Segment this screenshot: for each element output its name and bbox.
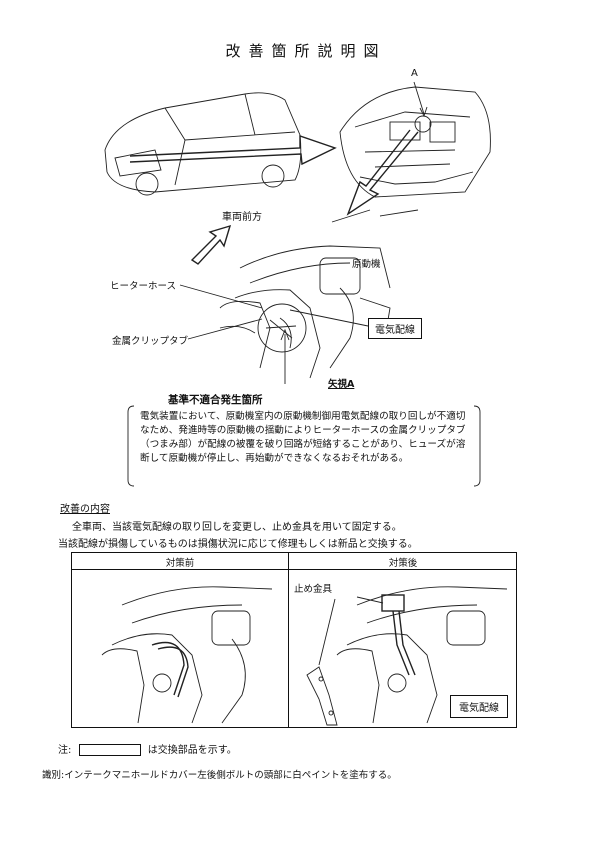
improvement-line-2: 当該配線が損傷しているものは損傷状況に応じて修理もしくは新品と交換する。 — [58, 539, 418, 550]
before-after-table: 対策前 対策後 止め金具 電気配線 — [71, 552, 517, 728]
wiring-leader — [289, 309, 369, 327]
before-illustration — [101, 586, 273, 724]
pointer-arrow — [129, 135, 337, 166]
identification-line: 識別:インテークマニホールドカバー左後側ボルトの頭部に白ペイントを塗布する。 — [42, 770, 397, 781]
description-text: 電気装置において、原動機室内の原動機制御用電気配線の取り回しが不適切なため、発進… — [140, 411, 466, 464]
defect-location-label: 基準不適合発生箇所 — [168, 394, 263, 406]
vehicle-illustration — [104, 92, 302, 196]
engine-label: 原動機 — [352, 259, 381, 270]
note-suffix: は交換部品を示す。 — [147, 745, 237, 756]
view-a-label: 矢視A — [328, 379, 355, 390]
heater-hose-leader — [179, 284, 263, 309]
bracket-label: 止め金具 — [294, 584, 333, 595]
after-illustration — [306, 586, 508, 726]
page-title: 改善箇所説明図 — [225, 42, 387, 60]
engine-bay-illustration — [339, 86, 491, 198]
vehicle-front-arrow — [190, 224, 232, 265]
replacement-part-box — [78, 744, 141, 756]
wiring-label: 電気配線 — [368, 318, 422, 339]
note-line: 注: は交換部品を示す。 — [58, 741, 237, 756]
callout-a-arrow — [413, 81, 428, 118]
callout-a-label: A — [411, 68, 418, 79]
table-wiring-label: 電気配線 — [450, 695, 508, 718]
improvement-heading: 改善の内容 — [60, 504, 110, 515]
before-header: 対策前 — [165, 558, 195, 569]
improvement-line-1: 全車両、当該電気配線の取り回しを変更し、止め金具を用いて固定する。 — [72, 522, 402, 533]
detail-arrow — [331, 129, 419, 223]
clip-tab-leader — [187, 318, 263, 340]
description-bracket — [127, 405, 481, 487]
clip-tab-label: 金属クリップタブ — [112, 336, 189, 347]
note-prefix: 注: — [58, 745, 72, 756]
vehicle-front-label: 車両前方 — [222, 212, 262, 223]
defect-arrow — [280, 328, 290, 384]
after-header: 対策後 — [388, 558, 418, 569]
table-header: 対策前 対策後 — [72, 553, 516, 570]
table-divider — [288, 553, 289, 727]
heater-hose-label: ヒーターホース — [110, 281, 177, 292]
